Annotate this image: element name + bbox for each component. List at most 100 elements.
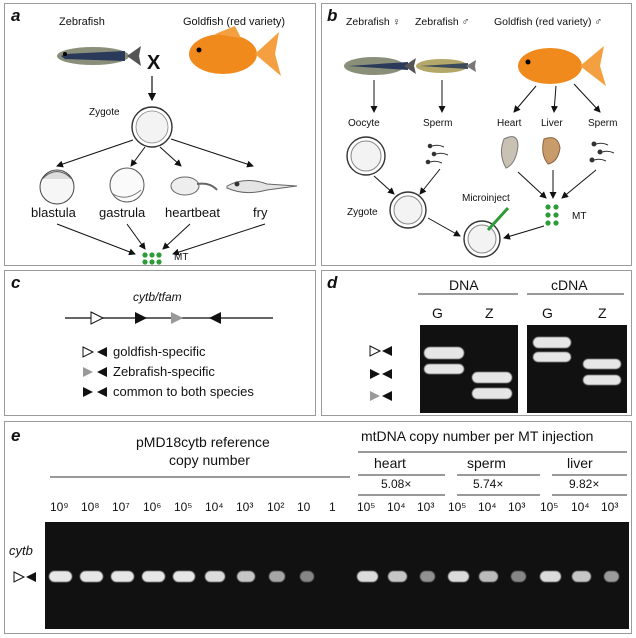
zygote-label: Zygote: [89, 107, 120, 118]
lane-label: 10⁴: [571, 500, 590, 514]
zebrafish-male-label: Zebrafish ♂: [415, 16, 470, 28]
zebrafish-male-image: [416, 59, 476, 73]
dna-label: DNA: [449, 277, 479, 293]
band-g-dna-upper: [424, 347, 464, 359]
gel-band: [173, 571, 195, 582]
zebrafish-image: [57, 46, 141, 66]
legend-common-both: common to both species: [113, 384, 254, 399]
microinject-label: Microinject: [462, 193, 510, 204]
legend-grey-triangle: [83, 367, 93, 377]
gel-band: [300, 571, 314, 582]
lane-label: 10⁵: [357, 500, 376, 514]
gel-band: [269, 571, 285, 582]
ref-title-line1: pMD18cytb reference: [136, 434, 270, 450]
band-g-cdna-lower: [533, 352, 571, 362]
panel-a-label: a: [11, 6, 21, 25]
marker-zebrafish-grey: [370, 391, 380, 401]
panel-b: b Zebrafish ♀ Zebrafish ♂ Goldfish (red …: [321, 3, 632, 266]
common-forward-primer: [135, 312, 147, 324]
mt-label-a: MT: [174, 252, 189, 263]
fold-sperm: 5.74×: [473, 477, 504, 491]
goldfish-label: Goldfish (red variety): [183, 16, 286, 28]
group-liver: liver: [567, 455, 593, 471]
band-g-dna-lower: [424, 364, 464, 374]
gel-band: [571, 571, 591, 582]
gel-band: [205, 571, 225, 582]
panel-d-lines: [369, 293, 624, 401]
legend-zebrafish-specific: Zebrafish-specific: [113, 364, 215, 379]
gel-band: [478, 571, 498, 582]
legend-open-triangle: [82, 346, 95, 358]
panel-d: d DNA cDNA G Z G Z: [321, 270, 632, 416]
common-reverse-primer: [209, 312, 221, 324]
zebrafish-female-image: [344, 57, 416, 75]
legend-reverse-triangle-3: [97, 387, 107, 397]
goldfish-sperm-image: [589, 141, 615, 163]
stage-fry: fry: [253, 205, 268, 220]
lane-label: 10³: [508, 500, 526, 514]
goldfish-male-image: [518, 46, 606, 86]
cdna-label: cDNA: [551, 277, 588, 293]
marker-goldfish-rev: [382, 346, 392, 356]
cytb-marker-open: [13, 571, 26, 583]
gel-band: [447, 571, 469, 582]
lane-label: 10²: [267, 500, 285, 514]
lane-label: 10: [297, 500, 311, 514]
gel-band: [419, 571, 435, 582]
mt-label-b: MT: [572, 211, 587, 222]
lane-label: 10³: [236, 500, 254, 514]
liver-label: Liver: [541, 118, 563, 129]
cytb-marker-rev: [26, 572, 36, 582]
lane-label: 10³: [601, 500, 619, 514]
band-g-cdna-upper: [533, 337, 571, 348]
heart-tissue-image: [500, 136, 519, 169]
fold-liver: 9.82×: [569, 477, 600, 491]
panel-b-drawing: [344, 46, 615, 258]
marker-goldfish-open: [369, 345, 382, 357]
sperm-label: Sperm: [423, 118, 453, 129]
gel-band: [603, 571, 619, 582]
gastrula-image: [109, 167, 145, 203]
gel-band: [141, 571, 165, 582]
goldfish-forward-primer: [90, 311, 105, 325]
legend-goldfish-specific: goldfish-specific: [113, 344, 206, 359]
zebrafish-forward-primer: [171, 312, 183, 324]
group-heart: heart: [374, 455, 406, 471]
panel-d-label: d: [327, 273, 338, 292]
zygote-label-b: Zygote: [347, 207, 378, 218]
group-sperm: sperm: [467, 455, 506, 471]
gel-band: [237, 571, 255, 582]
heartbeat-embryo-image: [170, 176, 218, 196]
lane-label: 10⁴: [205, 500, 224, 514]
panel-e-lines: [13, 451, 627, 583]
lane-label: 10⁶: [143, 500, 162, 514]
gel-band: [387, 571, 407, 582]
fry-image: [226, 180, 298, 194]
dna-gel: [420, 325, 518, 413]
lane-label: 10⁵: [174, 500, 193, 514]
marker-common-rev: [382, 369, 392, 379]
liver-tissue-image: [542, 137, 561, 165]
zygote-image-b: [389, 191, 427, 229]
cytb-label: cytb: [9, 543, 33, 558]
cdna-gel: [527, 325, 627, 413]
lane-label: 10⁵: [448, 500, 467, 514]
band-z-dna-lower: [472, 388, 512, 399]
panel-e: e pMD18cytb reference copy number mtDNA …: [4, 421, 632, 634]
gel-band: [510, 571, 526, 582]
cross-symbol: X: [147, 52, 161, 74]
fold-heart: 5.08×: [381, 477, 412, 491]
legend-reverse-triangle-2: [97, 367, 107, 377]
qpcr-gel: [45, 522, 629, 629]
ref-title-line2: copy number: [169, 452, 250, 468]
mt-title: mtDNA copy number per MT injection: [361, 428, 594, 444]
lane-g-dna: G: [432, 305, 443, 321]
lane-label: 10³: [417, 500, 435, 514]
lane-label: 10⁹: [50, 500, 69, 514]
lane-z-dna: Z: [485, 305, 494, 321]
zebrafish-label: Zebrafish: [59, 16, 105, 28]
sperm-image: [425, 143, 449, 165]
panel-c-drawing: [65, 311, 273, 397]
lane-label: 10⁸: [81, 500, 100, 514]
panel-c-label: c: [11, 273, 21, 292]
